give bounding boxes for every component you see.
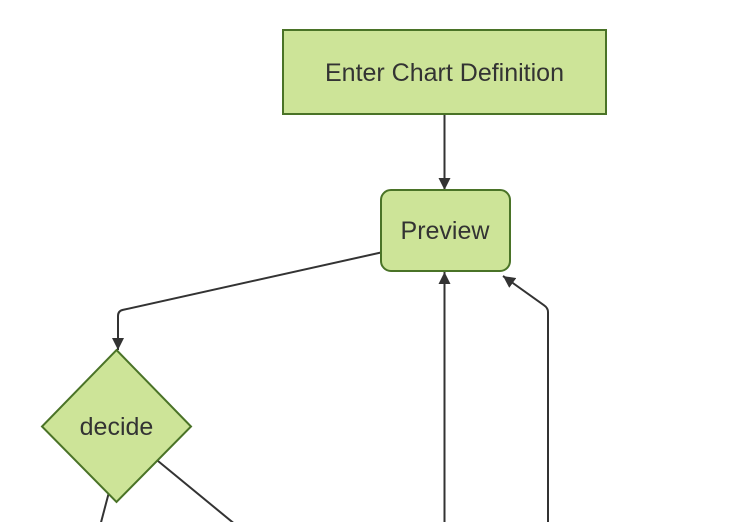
edge-decide-to-offscreen-bottom-left xyxy=(100,493,110,522)
node-enter-chart-definition: Enter Chart Definition xyxy=(282,29,607,115)
node-preview: Preview xyxy=(380,189,511,272)
node-enter-chart-definition-label: Enter Chart Definition xyxy=(325,59,564,87)
edge-offscreen-bottom-far-right-to-preview xyxy=(502,275,549,522)
node-decide-shape xyxy=(40,348,193,504)
node-preview-label: Preview xyxy=(401,217,491,245)
node-enter-chart-definition-shape xyxy=(282,29,607,115)
node-decide-label: decide xyxy=(80,413,154,441)
node-decide: decide xyxy=(40,348,193,504)
edge-decide-to-offscreen-bottom-right xyxy=(157,460,234,522)
edge-preview-to-decide xyxy=(112,251,382,350)
node-preview-shape xyxy=(380,189,511,272)
